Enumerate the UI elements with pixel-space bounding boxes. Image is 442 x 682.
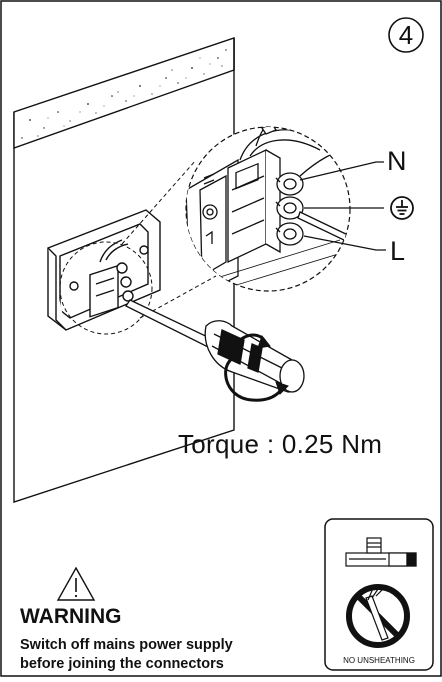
live-terminal-label: L [390,236,406,266]
no-unsheathing-panel [324,518,434,671]
correct-cable-icon [345,537,417,567]
no-unsheathing-label: NO UNSHEATHING [343,656,415,665]
terminal-zoom-detail [185,126,351,292]
neutral-terminal-label: N [387,146,407,176]
earth-ground-icon [390,196,414,220]
screwdriver [125,299,305,393]
label-leader-lines [299,161,386,251]
worktop-texture [21,49,227,139]
worktop-edge [13,37,235,149]
warning-line-2: before joining the connectors [20,656,224,672]
wall-connector-block [47,209,161,331]
step-number: 4 [398,20,414,50]
zoom-guide-line-top [121,159,197,245]
warning-triangle-icon [56,566,96,601]
rotation-arrow-icon [224,333,289,402]
detail-source-circle [59,241,153,335]
step-number-circle [388,17,424,53]
warning-line-1: Switch off mains power supply [20,637,233,653]
warning-title: WARNING [20,605,122,628]
torque-spec: Torque : 0.25 Nm [178,429,383,459]
no-unsheathing-prohibition-icon [346,584,410,648]
